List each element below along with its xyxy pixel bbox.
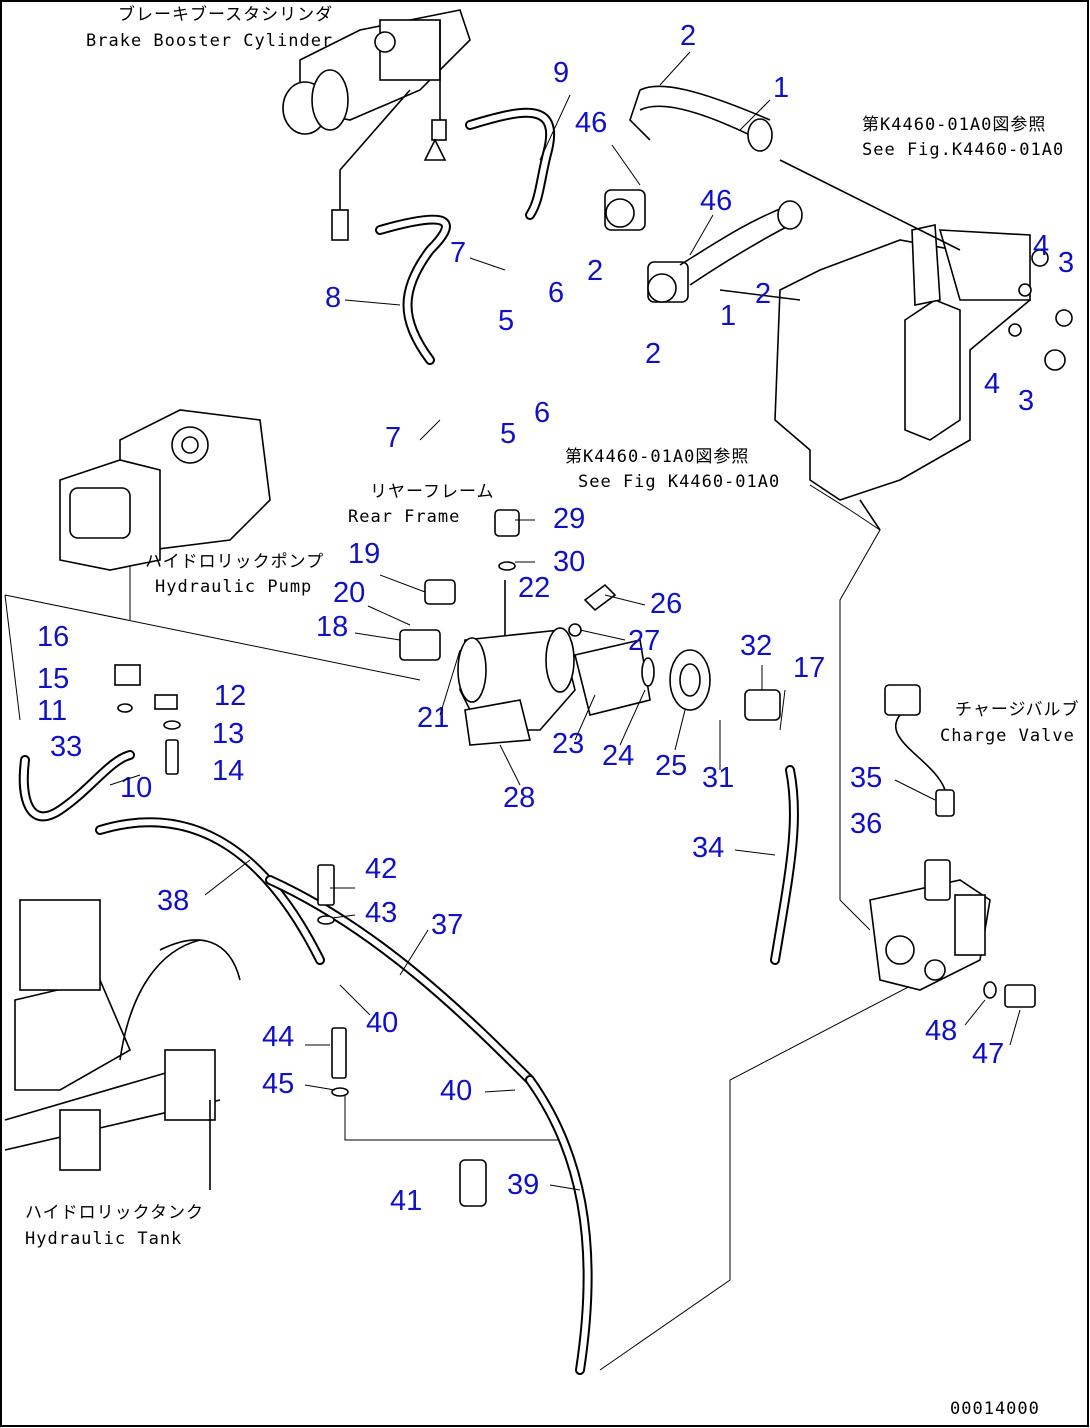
- callout-20: 20: [333, 577, 365, 609]
- callout-37: 37: [431, 909, 463, 941]
- callout-15: 15: [37, 663, 69, 695]
- note-hydraulic-pump-en: Hydraulic Pump: [155, 577, 312, 597]
- fasteners: [114, 249, 1073, 1207]
- callout-5: 5: [500, 418, 516, 450]
- tube-assembly-1: [604, 85, 803, 303]
- callout-28: 28: [503, 782, 535, 814]
- callout-6: 6: [548, 277, 564, 309]
- hose-37: [265, 875, 535, 1085]
- callout-42: 42: [365, 853, 397, 885]
- hose-10: [18, 750, 135, 822]
- callout-4: 4: [984, 368, 1000, 400]
- callout-2: 2: [680, 20, 696, 52]
- callout-2: 2: [755, 278, 771, 310]
- note-brake-booster-jp: ブレーキブースタシリンダ: [118, 4, 333, 25]
- note-brake-booster-en: Brake Booster Cylinder: [86, 31, 333, 51]
- callout-1: 1: [720, 300, 736, 332]
- callout-35: 35: [850, 762, 882, 794]
- callout-25: 25: [655, 750, 687, 782]
- callout-26: 26: [650, 588, 682, 620]
- callout-3: 3: [1018, 385, 1034, 417]
- callout-46: 46: [700, 185, 732, 217]
- filter-assembly: [399, 509, 781, 746]
- callout-6: 6: [534, 397, 550, 429]
- callout-16: 16: [37, 621, 69, 653]
- callout-19: 19: [348, 538, 380, 570]
- callout-1: 1: [773, 72, 789, 104]
- hydraulic-pump: [59, 409, 271, 571]
- hose-39: [525, 1075, 593, 1375]
- callout-38: 38: [157, 885, 189, 917]
- callout-22: 22: [518, 572, 550, 604]
- callout-5: 5: [498, 305, 514, 337]
- callout-11: 11: [37, 695, 67, 727]
- callout-36: 36: [850, 808, 882, 840]
- note-charge-valve-en: Charge Valve: [940, 726, 1075, 746]
- callout-34: 34: [692, 832, 724, 864]
- charge-valve: [869, 684, 1036, 1008]
- callout-3: 3: [1058, 247, 1074, 279]
- hose-38: [95, 817, 325, 965]
- callout-2: 2: [587, 255, 603, 287]
- callout-18: 18: [316, 611, 348, 643]
- callout-21: 21: [417, 702, 449, 734]
- callout-44: 44: [262, 1021, 294, 1053]
- note-see-fig-top-en: See Fig.K4460-01A0: [862, 140, 1064, 160]
- callout-31: 31: [702, 762, 734, 794]
- callout-39: 39: [507, 1169, 539, 1201]
- callout-8: 8: [325, 282, 341, 314]
- note-hydraulic-tank-jp: ハイドロリックタンク: [25, 1203, 204, 1223]
- callout-12: 12: [214, 680, 246, 712]
- callout-23: 23: [552, 728, 584, 760]
- note-rear-frame-jp: リヤーフレーム: [370, 482, 494, 502]
- callout-7: 7: [450, 237, 466, 269]
- note-see-fig-mid-en: See Fig K4460-01A0: [578, 472, 780, 492]
- note-hydraulic-pump-jp: ハイドロリックポンプ: [145, 552, 324, 572]
- hydraulic-tank: [4, 899, 241, 1190]
- reference-outline: [4, 484, 961, 1371]
- callout-29: 29: [553, 503, 585, 535]
- callout-24: 24: [602, 740, 634, 772]
- note-see-fig-top-jp: 第K4460-01A0図参照: [862, 115, 1046, 135]
- note-see-fig-mid-jp: 第K4460-01A0図参照: [565, 447, 749, 467]
- callout-leaders: [109, 51, 1021, 1191]
- callout-27: 27: [628, 625, 660, 657]
- callout-17: 17: [793, 652, 825, 684]
- callout-9: 9: [553, 57, 569, 89]
- note-hydraulic-tank-en: Hydraulic Tank: [25, 1229, 182, 1249]
- note-charge-valve-jp: チャージバルブ: [955, 699, 1079, 720]
- callout-13: 13: [212, 718, 244, 750]
- drawing-number: 00014000: [950, 1399, 1040, 1419]
- callout-4: 4: [1033, 230, 1049, 262]
- callout-2: 2: [645, 338, 661, 370]
- callout-30: 30: [553, 546, 585, 578]
- callout-46: 46: [575, 107, 607, 139]
- callout-40: 40: [366, 1007, 398, 1039]
- callout-48: 48: [925, 1015, 957, 1047]
- callout-41: 41: [390, 1185, 422, 1217]
- callout-7: 7: [385, 422, 401, 454]
- callout-40: 40: [440, 1075, 472, 1107]
- callout-45: 45: [262, 1068, 294, 1100]
- callout-47: 47: [972, 1038, 1004, 1070]
- callout-14: 14: [212, 755, 244, 787]
- hose-8: [375, 214, 451, 365]
- note-rear-frame-en: Rear Frame: [348, 507, 460, 527]
- hose-9: [465, 107, 555, 220]
- callout-32: 32: [740, 630, 772, 662]
- brake-booster-cylinder: [282, 9, 471, 241]
- callout-33: 33: [50, 731, 82, 763]
- callout-10: 10: [120, 772, 152, 804]
- mounting-bracket: [719, 159, 1031, 531]
- callout-43: 43: [365, 897, 397, 929]
- hose-34: [770, 765, 800, 965]
